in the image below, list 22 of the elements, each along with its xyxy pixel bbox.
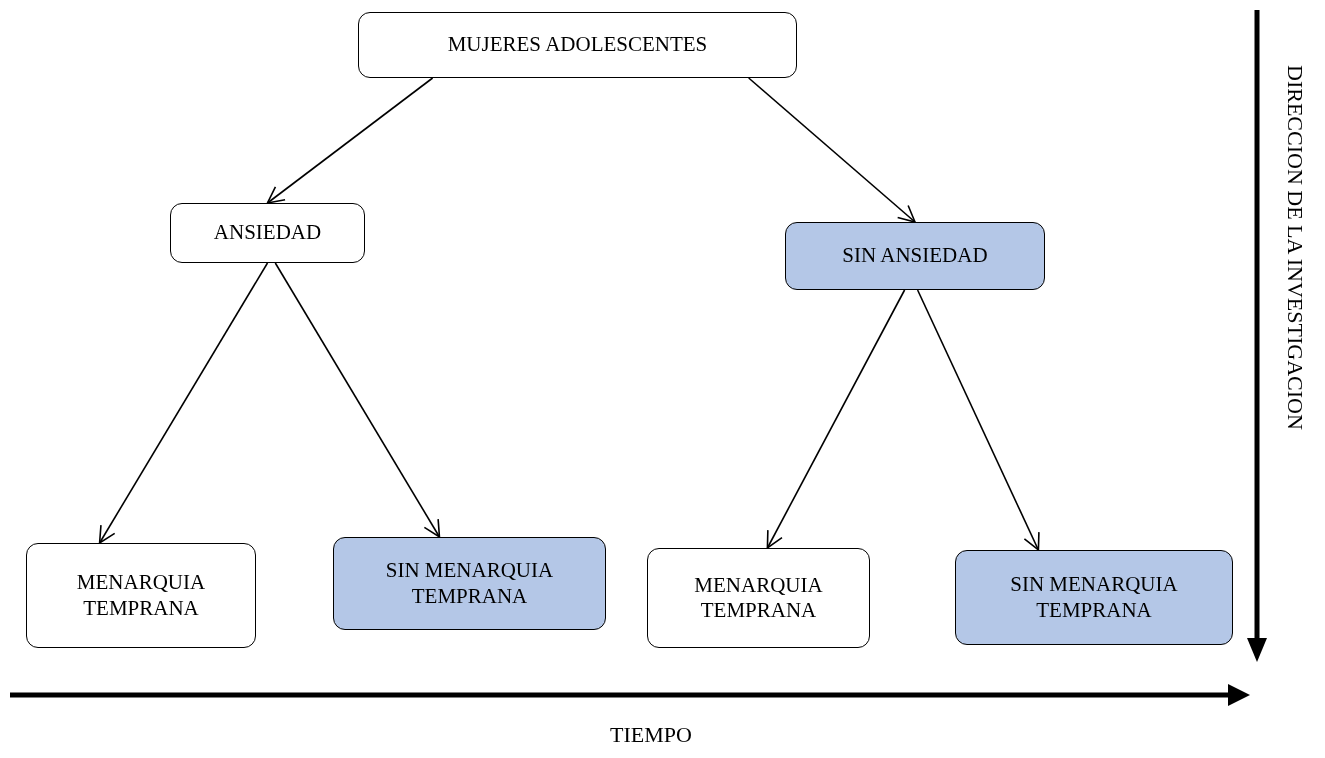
arrow	[916, 289, 1040, 551]
process-box	[26, 543, 256, 648]
axis-label: TIEMPO	[610, 722, 692, 748]
arrow	[747, 77, 916, 223]
node-label: SIN MENARQUIA TEMPRANA	[384, 558, 555, 609]
process-box	[785, 222, 1045, 290]
arrow	[266, 77, 434, 204]
arrow	[274, 262, 441, 538]
arrow	[98, 262, 269, 544]
process-box	[647, 548, 870, 648]
process-box	[170, 203, 365, 263]
process-box	[955, 550, 1233, 645]
node-label: SIN MENARQUIA TEMPRANA	[1009, 572, 1179, 623]
node-label: ANSIEDAD	[213, 220, 322, 246]
node-label: MENARQUIA TEMPRANA	[75, 570, 207, 621]
process-box	[333, 537, 606, 630]
node-label: MUJERES ADOLESCENTES	[447, 32, 708, 58]
node-label: MENARQUIA TEMPRANA	[693, 572, 824, 624]
node-label: SIN ANSIEDAD	[842, 243, 988, 269]
axis-label: DIRECCION DE LA INVESTIGACION	[1282, 65, 1308, 430]
process-box	[358, 12, 797, 78]
arrow	[766, 289, 906, 549]
